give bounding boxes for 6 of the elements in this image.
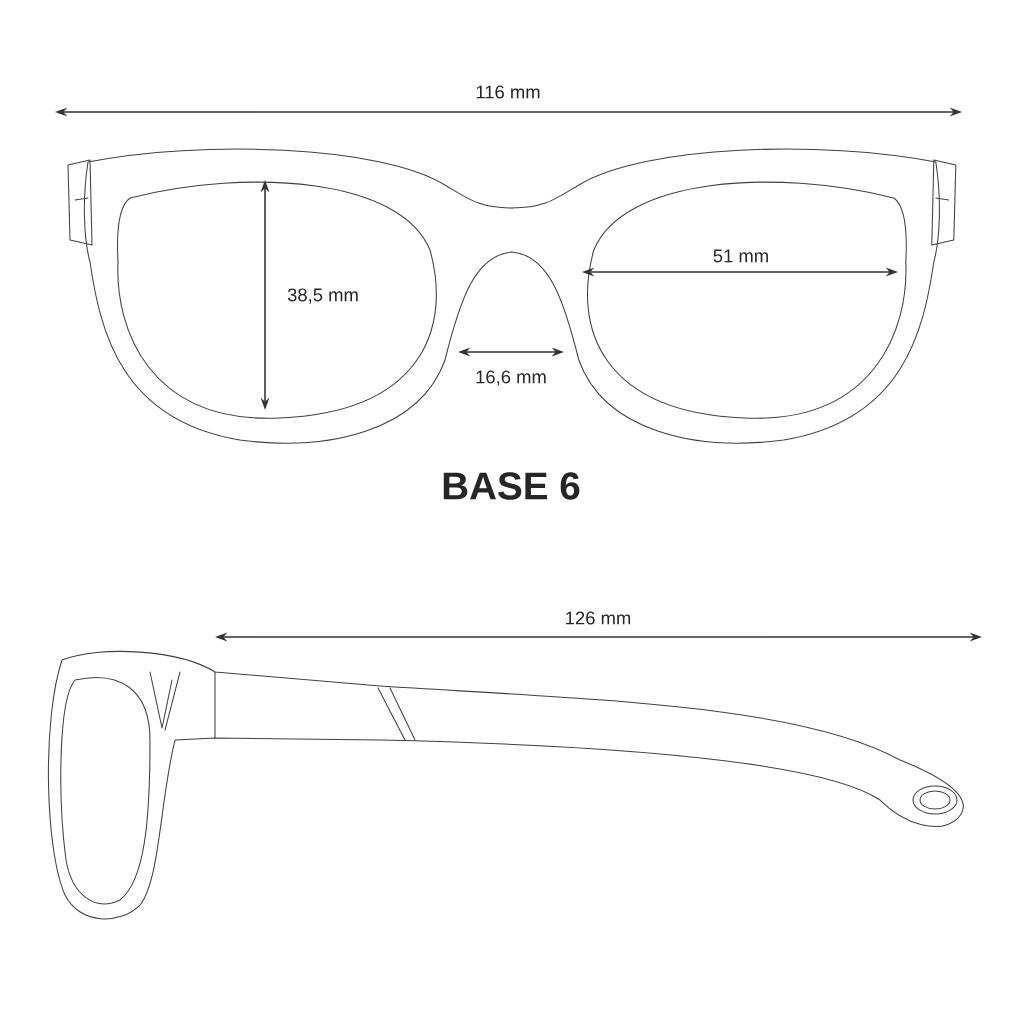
- dimension-label: 16,6 mm: [476, 370, 546, 386]
- dimension-label: 38,5 mm: [287, 288, 358, 304]
- dimension-label: 126 mm: [566, 611, 631, 625]
- lens-base-label: BASE 6: [443, 472, 580, 500]
- dimension-label: 51 mm: [713, 249, 768, 263]
- dimension-label: 116 mm: [476, 85, 540, 99]
